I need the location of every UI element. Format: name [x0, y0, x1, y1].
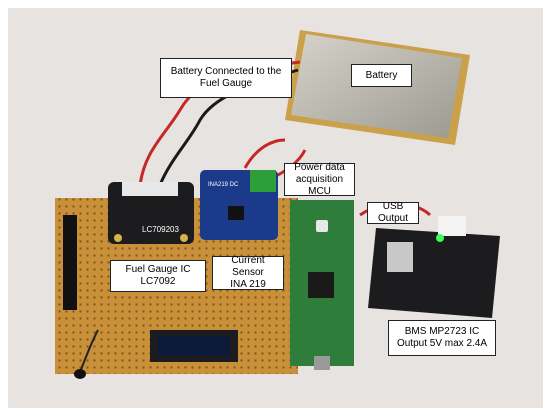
callout-battery-connected: Battery Connected to the Fuel Gauge: [160, 58, 292, 98]
callout-battery: Battery: [351, 64, 412, 87]
temperature-probe: [74, 329, 99, 379]
callout-fuel-gauge: Fuel Gauge IC LC7092: [110, 260, 206, 292]
callout-usb-output: USB Output: [367, 201, 419, 224]
fuel-gauge-board: LC709203: [108, 182, 194, 244]
fuel-gauge-chip-label: LC709203: [142, 225, 179, 234]
callout-mcu: Power data acquisition MCU: [284, 162, 355, 197]
current-sensor-board: INA219 DC: [200, 170, 278, 240]
callout-current-sensor: Current Sensor INA 219: [212, 255, 284, 290]
oled-display: [150, 330, 238, 362]
pin-header: [63, 215, 77, 310]
callout-bms: BMS MP2723 IC Output 5V max 2.4A: [388, 320, 496, 356]
bms-board: [368, 216, 500, 318]
pico-mcu-board: [290, 200, 354, 370]
ina-chip-label: INA219 DC: [208, 182, 239, 188]
